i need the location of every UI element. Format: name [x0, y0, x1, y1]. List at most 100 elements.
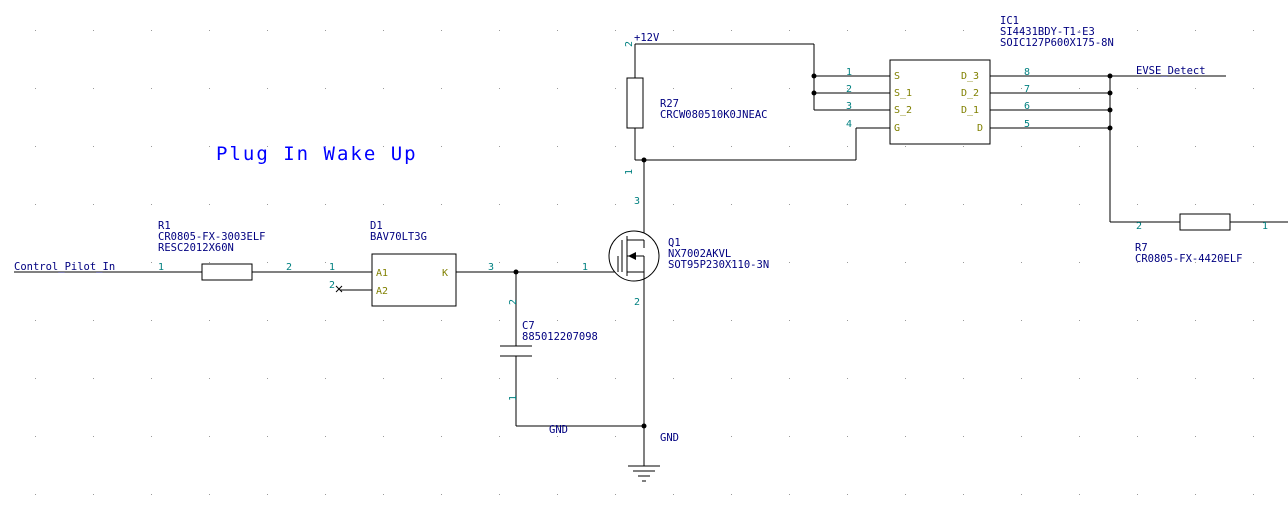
grid-dot: [1195, 436, 1196, 437]
ic1-pin-name-s1: S_1: [894, 88, 912, 99]
grid-dot: [789, 88, 790, 89]
ic1-pin-8: 8: [1024, 67, 1030, 78]
grid-dot: [1195, 146, 1196, 147]
net-label-gnd: GND: [660, 432, 679, 444]
grid-dot: [615, 146, 616, 147]
grid-dot: [35, 262, 36, 263]
grid-dot: [383, 320, 384, 321]
grid-dot: [325, 378, 326, 379]
grid-dot: [847, 436, 848, 437]
r27-ref: R27: [660, 98, 679, 110]
grid-dot: [35, 320, 36, 321]
diode-d1[interactable]: [371, 253, 457, 307]
resistor-r7[interactable]: [1179, 213, 1231, 231]
grid-dot: [1021, 378, 1022, 379]
junction-dot: [811, 73, 817, 79]
grid-dot: [325, 30, 326, 31]
junction-dot: [1107, 73, 1113, 79]
grid-dot: [847, 88, 848, 89]
grid-dot: [151, 262, 152, 263]
grid-dot: [789, 30, 790, 31]
grid-dot: [615, 88, 616, 89]
ic1-pin-2: 2: [846, 84, 852, 95]
grid-dot: [847, 204, 848, 205]
r7-pin-1: 1: [1262, 221, 1268, 232]
ic1-pin-7: 7: [1024, 84, 1030, 95]
grid-dot: [209, 494, 210, 495]
grid-dot: [93, 262, 94, 263]
grid-dot: [963, 262, 964, 263]
grid-dot: [1195, 320, 1196, 321]
grid-dot: [1079, 88, 1080, 89]
grid-dot: [905, 320, 906, 321]
ic-ic1[interactable]: [889, 59, 991, 145]
grid-dot: [441, 378, 442, 379]
ground-icon: [628, 465, 660, 482]
junction-dot: [641, 157, 647, 163]
grid-dot: [441, 436, 442, 437]
d1-pin-2: 2: [329, 280, 335, 291]
junction-dot: [1107, 125, 1113, 131]
grid-dot: [1021, 204, 1022, 205]
grid-dot: [499, 320, 500, 321]
grid-dot: [325, 88, 326, 89]
resistor-r27[interactable]: [626, 77, 644, 129]
grid-dot: [1137, 88, 1138, 89]
grid-dot: [1195, 88, 1196, 89]
grid-dot: [209, 436, 210, 437]
grid-dot: [209, 262, 210, 263]
ic1-pin-3: 3: [846, 101, 852, 112]
grid-dot: [209, 30, 210, 31]
mosfet-q1[interactable]: [608, 230, 660, 294]
grid-dot: [209, 88, 210, 89]
grid-dot: [1137, 30, 1138, 31]
grid-dot: [209, 204, 210, 205]
ic1-pin-6: 6: [1024, 101, 1030, 112]
grid-dot: [267, 30, 268, 31]
grid-dot: [151, 436, 152, 437]
grid-dot: [93, 88, 94, 89]
capacitor-c7[interactable]: [500, 345, 532, 357]
r7-value: CR0805-FX-4420ELF: [1135, 253, 1242, 265]
grid-dot: [557, 320, 558, 321]
grid-dot: [1195, 204, 1196, 205]
grid-dot: [325, 494, 326, 495]
grid-dot: [325, 204, 326, 205]
grid-dot: [151, 378, 152, 379]
grid-dot: [1253, 494, 1254, 495]
grid-dot: [673, 320, 674, 321]
grid-dot: [441, 320, 442, 321]
grid-dot: [267, 436, 268, 437]
resistor-r1[interactable]: [201, 263, 253, 281]
grid-dot: [789, 146, 790, 147]
grid-dot: [1195, 494, 1196, 495]
grid-dot: [673, 494, 674, 495]
grid-dot: [383, 146, 384, 147]
d1-pin-name-k: K: [442, 268, 448, 279]
grid-dot: [499, 494, 500, 495]
net-label-gnd-bus: GND: [549, 424, 568, 436]
grid-dot: [1079, 146, 1080, 147]
grid-dot: [93, 146, 94, 147]
ic1-pin-name-s2: S_2: [894, 105, 912, 116]
grid-dot: [673, 436, 674, 437]
grid-dot: [615, 204, 616, 205]
grid-dot: [267, 320, 268, 321]
grid-dot: [151, 320, 152, 321]
grid-dot: [557, 88, 558, 89]
r27-pin-2: 2: [624, 41, 635, 47]
q1-pin-1: 1: [582, 262, 588, 273]
grid-dot: [1253, 262, 1254, 263]
grid-dot: [1079, 494, 1080, 495]
grid-dot: [93, 436, 94, 437]
grid-dot: [151, 146, 152, 147]
grid-dot: [1253, 436, 1254, 437]
r1-pin-2: 2: [286, 262, 292, 273]
grid-dot: [615, 494, 616, 495]
d1-ref: D1: [370, 220, 383, 232]
c7-value: 885012207098: [522, 331, 598, 343]
ic1-pin-name-d1: D_1: [961, 105, 979, 116]
grid-dot: [93, 320, 94, 321]
grid-dot: [1079, 320, 1080, 321]
